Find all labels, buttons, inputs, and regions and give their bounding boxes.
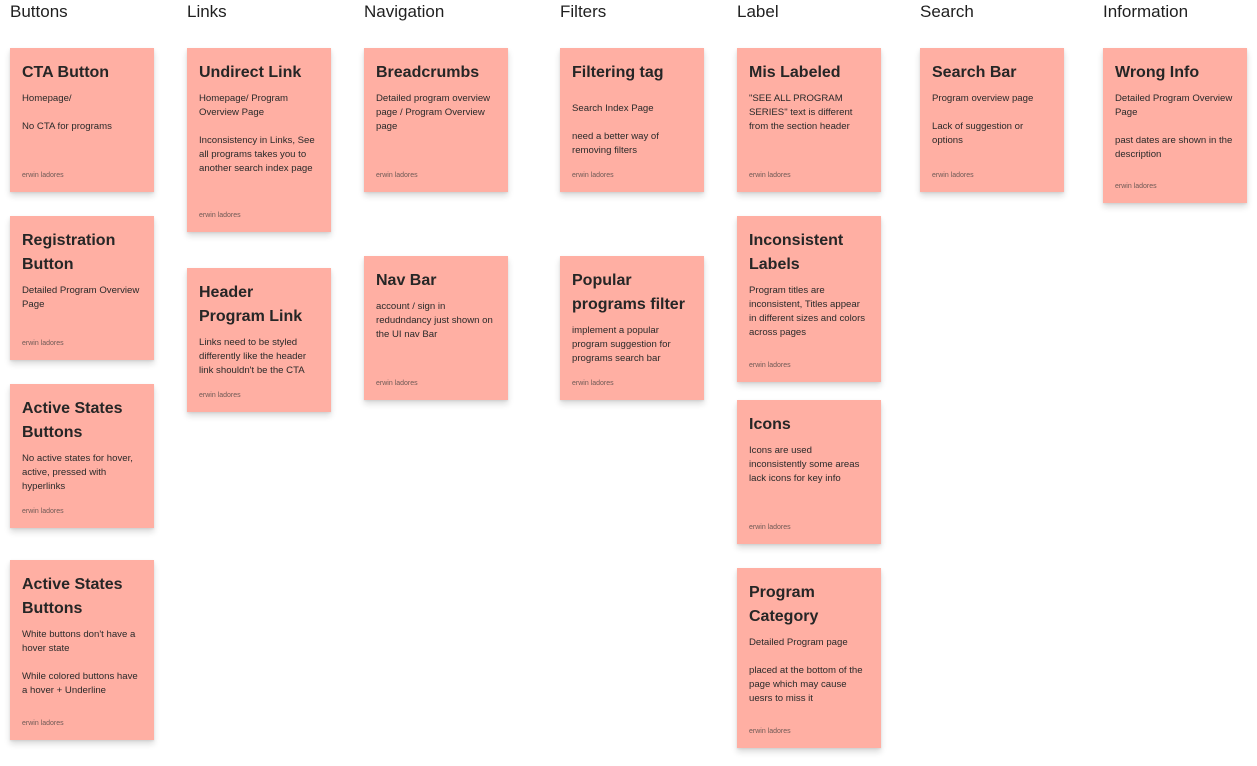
note-author: erwin ladores: [749, 362, 791, 369]
note-body: Program titles are inconsistent, Titles …: [749, 285, 866, 338]
note-body: Detailed Program Overview Page past date…: [1115, 93, 1233, 160]
note-body: "SEE ALL PROGRAM SERIES" text is differe…: [749, 93, 853, 132]
note-author: erwin ladores: [199, 212, 241, 219]
note-author: erwin ladores: [932, 172, 974, 179]
note-title: Undirect Link: [199, 64, 302, 81]
note-body: No active states for hover, active, pres…: [22, 453, 133, 492]
column-header-buttons: Buttons: [10, 2, 68, 21]
column-header-navigation: Navigation: [364, 2, 445, 21]
sticky-note[interactable]: Popular programs filter implement a popu…: [560, 256, 704, 400]
note-title: Nav Bar: [376, 272, 437, 289]
sticky-note[interactable]: Registration Button Detailed Program Ove…: [10, 216, 154, 360]
note-title: Filtering tag: [572, 64, 664, 81]
sticky-note[interactable]: Mis Labeled "SEE ALL PROGRAM SERIES" tex…: [737, 48, 881, 192]
note-author: erwin ladores: [749, 524, 791, 531]
column-header-information: Information: [1103, 2, 1189, 21]
note-title: Active States Buttons: [22, 576, 123, 617]
note-title: Breadcrumbs: [376, 64, 480, 81]
note-title: Icons: [749, 416, 791, 433]
sticky-note[interactable]: Filtering tag Search Index Page need a b…: [560, 48, 704, 192]
sticky-note[interactable]: Breadcrumbs Detailed program overview pa…: [364, 48, 508, 192]
column-header-filters: Filters: [560, 2, 607, 21]
column-header-search: Search: [920, 2, 974, 21]
note-author: erwin ladores: [22, 508, 64, 515]
note-body: implement a popular program suggestion f…: [572, 325, 671, 364]
note-author: erwin ladores: [199, 392, 241, 399]
note-title: Active States Buttons: [22, 400, 123, 441]
sticky-note[interactable]: Icons Icons are used inconsistently some…: [737, 400, 881, 544]
note-title: Program Category: [749, 584, 819, 625]
note-body: Icons are used inconsistently some areas…: [749, 445, 860, 484]
note-title: Registration Button: [22, 232, 116, 273]
column-header-links: Links: [187, 2, 227, 21]
sticky-note[interactable]: Active States Buttons No active states f…: [10, 384, 154, 528]
note-title: Inconsistent Labels: [749, 232, 844, 273]
note-author: erwin ladores: [22, 720, 64, 727]
column-header-label: Label: [737, 2, 779, 21]
note-body: Detailed Program page placed at the bott…: [749, 637, 863, 704]
note-body: Search Index Page need a better way of r…: [572, 103, 659, 156]
sticky-note[interactable]: Program Category Detailed Program page p…: [737, 568, 881, 748]
note-author: erwin ladores: [1115, 183, 1157, 190]
sticky-note[interactable]: Wrong Info Detailed Program Overview Pag…: [1103, 48, 1247, 203]
sticky-note[interactable]: Nav Bar account / sign in redudndancy ju…: [364, 256, 508, 400]
note-body: Program overview page Lack of suggestion…: [932, 93, 1034, 146]
note-author: erwin ladores: [376, 380, 418, 387]
note-author: erwin ladores: [572, 172, 614, 179]
note-author: erwin ladores: [749, 172, 791, 179]
note-body: Detailed Program Overview Page: [22, 285, 140, 310]
note-body: Links need to be styled differently like…: [199, 337, 307, 376]
note-title: Mis Labeled: [749, 64, 841, 81]
sticky-note[interactable]: Undirect Link Homepage/ Program Overview…: [187, 48, 331, 232]
note-author: erwin ladores: [22, 172, 64, 179]
note-author: erwin ladores: [22, 340, 64, 347]
note-body: Homepage/ No CTA for programs: [22, 93, 112, 132]
note-author: erwin ladores: [749, 728, 791, 735]
note-body: Homepage/ Program Overview Page Inconsis…: [199, 93, 315, 174]
note-title: Popular programs filter: [572, 272, 685, 313]
sticky-note[interactable]: Search Bar Program overview page Lack of…: [920, 48, 1064, 192]
sticky-note[interactable]: Inconsistent Labels Program titles are i…: [737, 216, 881, 382]
note-title: Wrong Info: [1115, 64, 1200, 81]
note-author: erwin ladores: [572, 380, 614, 387]
note-body: Detailed program overview page / Program…: [376, 93, 491, 132]
sticky-note[interactable]: CTA Button Homepage/ No CTA for programs…: [10, 48, 154, 192]
note-title: CTA Button: [22, 64, 110, 81]
note-body: account / sign in redudndancy just shown…: [376, 301, 493, 340]
note-author: erwin ladores: [376, 172, 418, 179]
note-title: Header Program Link: [199, 284, 303, 325]
note-body: White buttons don't have a hover state W…: [22, 629, 138, 696]
note-title: Search Bar: [932, 64, 1017, 81]
sticky-note[interactable]: Active States Buttons White buttons don'…: [10, 560, 154, 740]
sticky-note[interactable]: Header Program Link Links need to be sty…: [187, 268, 331, 412]
